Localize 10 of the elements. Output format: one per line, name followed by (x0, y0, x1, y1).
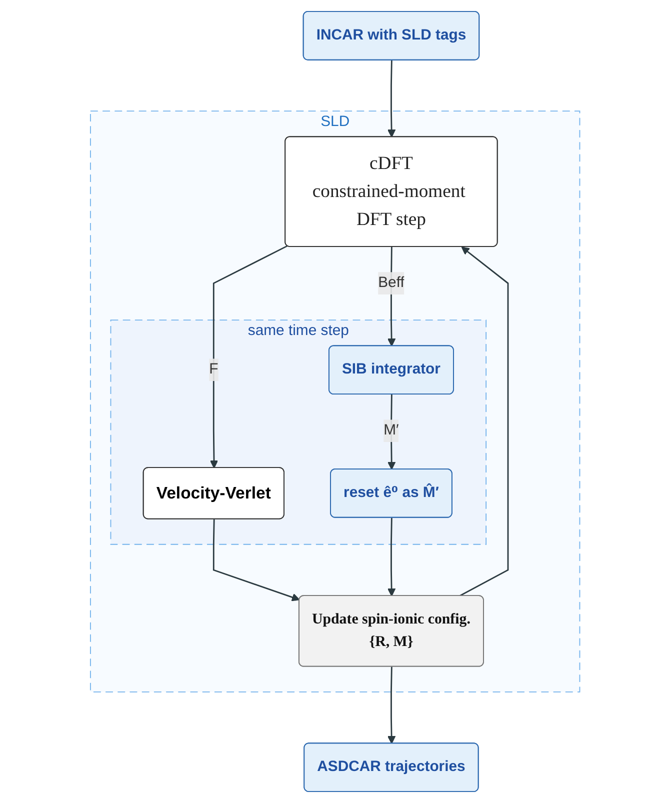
arrow (212, 518, 300, 601)
edge-label: Beff (378, 274, 404, 290)
arrow (459, 246, 509, 596)
arrow (387, 517, 396, 596)
arrow (387, 394, 396, 470)
edge-label: M′ (384, 422, 399, 438)
arrow (387, 666, 396, 744)
arrow (387, 60, 396, 137)
arrow (210, 244, 288, 468)
edge-label: F (208, 360, 218, 377)
